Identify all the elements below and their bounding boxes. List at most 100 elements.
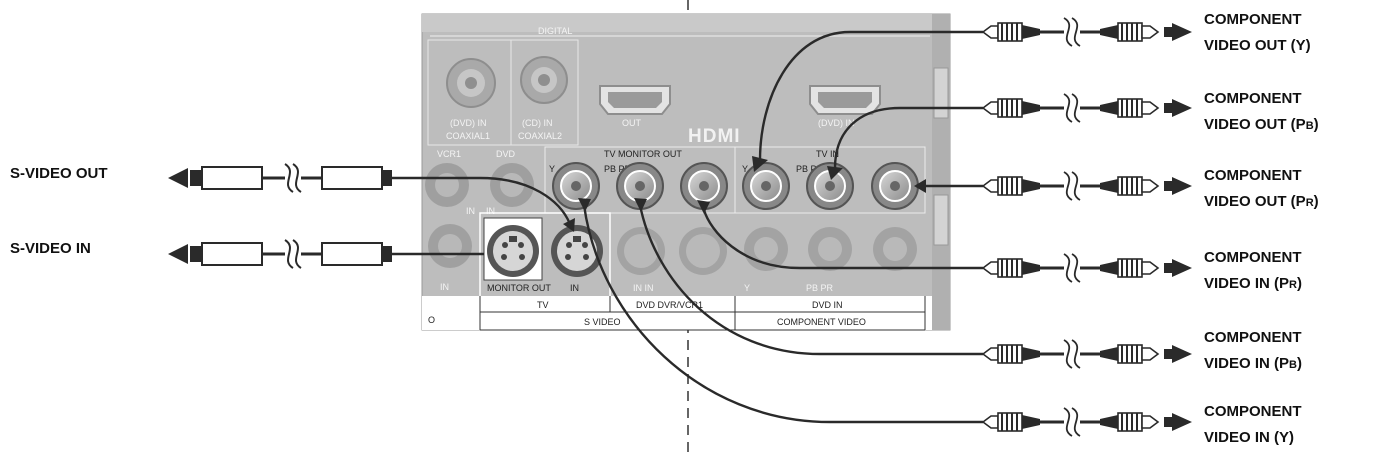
cable-out-y: [758, 30, 983, 161]
arrowhead-out-y: [752, 156, 768, 172]
arrowhead-in-y: [578, 198, 591, 212]
y-out-label: Y: [549, 164, 555, 174]
coaxial1-label: COAXIAL1: [446, 131, 490, 141]
svideo-cable-arrowheads: [563, 218, 575, 232]
svideo-cable-paths: [392, 176, 572, 256]
digital-label: DIGITAL: [538, 26, 572, 36]
dvd-dvr-vcr-label: DVD DVR/VCR1: [636, 300, 703, 310]
panel-right-box2: [933, 194, 949, 246]
dvd-in-pr-jack[interactable]: [873, 227, 917, 271]
right-label-4: COMPONENT VIDEO IN (PB): [1204, 329, 1302, 372]
panel-top-strip: [422, 14, 950, 32]
monitor-out-y-jack[interactable]: [552, 162, 600, 210]
direction-arrow-icon: [1172, 345, 1192, 363]
y-dvd-label: Y: [744, 283, 750, 293]
svideo-in-arrow-icon: [168, 244, 188, 264]
component-label-line1: COMPONENT: [1204, 11, 1302, 28]
dvd-in-bottom-label: DVD IN: [812, 300, 843, 310]
hdmi-dvd-in-port[interactable]: [809, 85, 881, 115]
rca-cable-plug: [981, 339, 1192, 369]
arrowhead-out-pr: [914, 179, 926, 193]
hdmi-logo: HDMI: [688, 126, 741, 147]
component-label-line1: COMPONENT: [1204, 249, 1302, 266]
direction-arrow-icon: [1172, 23, 1192, 41]
right-label-2: COMPONENT VIDEO OUT (PR): [1204, 167, 1319, 210]
coaxial2-label: COAXIAL2: [518, 131, 562, 141]
component-label-line1: COMPONENT: [1204, 90, 1302, 107]
hdmi-dvd-in-label: (DVD) IN: [818, 118, 855, 128]
tv-monitor-out-label: TV MONITOR OUT: [604, 149, 682, 159]
hdmi-out-port[interactable]: [599, 85, 671, 115]
hdmi-out-label: OUT: [622, 118, 642, 128]
o-label: O: [428, 315, 435, 325]
y-in-label: Y: [742, 164, 748, 174]
dvd-in-pb-jack[interactable]: [808, 227, 852, 271]
s-video-label: S VIDEO: [584, 317, 621, 327]
monitor-out-pr-jack[interactable]: [680, 162, 728, 210]
svideo-in-jack[interactable]: [551, 225, 603, 277]
rca-cable-plug: [981, 93, 1192, 123]
pbpr-in-label: PB PR: [796, 164, 824, 174]
tv-in-pr-jack[interactable]: [871, 162, 919, 210]
right-label-0: COMPONENT VIDEO OUT (Y): [1204, 11, 1311, 54]
arrowhead-svideo-out: [563, 218, 575, 232]
vcr1-in-jack[interactable]: [425, 163, 469, 207]
in-left-label: IN: [466, 206, 475, 216]
pbpr-out-label: PB PR: [604, 164, 632, 174]
rca-cable-plug: [981, 17, 1192, 47]
svideo-vcr-in-jack[interactable]: [679, 227, 727, 275]
direction-arrow-icon: [1172, 99, 1192, 117]
cd-in-label: (CD) IN: [522, 118, 553, 128]
coaxial2-jack[interactable]: [520, 56, 568, 104]
svideo-out-plug: [168, 163, 392, 193]
coaxial1-jack[interactable]: [446, 58, 496, 108]
svideo-in-label: IN: [570, 283, 579, 293]
right-label-3: COMPONENT VIDEO IN (PR): [1204, 249, 1302, 292]
rca-cable-plug: [981, 407, 1192, 437]
in-left-label-2: IN: [486, 206, 495, 216]
s-video-out-label: S-VIDEO OUT: [10, 165, 108, 182]
svideo-dvd-in-jack[interactable]: [617, 227, 665, 275]
vcr1-label: VCR1: [437, 149, 461, 159]
dvd-in-coax-label: (DVD) IN: [450, 118, 487, 128]
cable-svideo-out: [392, 176, 572, 225]
pbpr-dvd-label: PB PR: [806, 283, 834, 293]
component-label-line1: COMPONENT: [1204, 403, 1302, 420]
component-label-line1: COMPONENT: [1204, 167, 1302, 184]
right-label-5: COMPONENT VIDEO IN (Y): [1204, 403, 1302, 446]
in-bottom-label: IN: [440, 282, 449, 292]
direction-arrow-icon: [1172, 177, 1192, 195]
component-label-line2: VIDEO OUT (PR): [1204, 193, 1319, 210]
monitor-out-pb-jack[interactable]: [616, 162, 664, 210]
component-label-line2: VIDEO OUT (Y): [1204, 37, 1311, 54]
cable-in-pr: [702, 209, 983, 270]
arrowhead-out-pb: [827, 166, 843, 180]
receiver-rear-panel: DIGITAL (DVD) IN COAXIAL1 (CD) IN COAXIA…: [421, 13, 951, 331]
panel-right-box: [933, 67, 949, 119]
bottom-label-bar: [422, 296, 932, 330]
svideo-in-plug: [168, 239, 392, 269]
tv-label: TV: [537, 300, 549, 310]
component-label-line2: VIDEO IN (PB): [1204, 355, 1302, 372]
monitor-out-svideo-label: MONITOR OUT: [487, 283, 551, 293]
left-bottom-jack[interactable]: [428, 224, 472, 268]
arrowhead-in-pr: [697, 200, 710, 214]
cable-in-y: [582, 204, 983, 424]
rca-cable-plug: [981, 171, 1192, 201]
dvd-label: DVD: [496, 149, 516, 159]
panel-right-edge: [932, 14, 950, 330]
in-in-label: IN IN: [633, 283, 654, 293]
tv-in-y-jack[interactable]: [742, 162, 790, 210]
right-label-1: COMPONENT VIDEO OUT (PB): [1204, 90, 1319, 133]
component-label-line2: VIDEO OUT (PB): [1204, 116, 1319, 133]
component-cable-arrowheads: [578, 156, 926, 214]
direction-arrow-icon: [1172, 259, 1192, 277]
s-video-in-label: S-VIDEO IN: [10, 240, 91, 257]
component-cable-paths: [582, 30, 983, 424]
component-video-label: COMPONENT VIDEO: [777, 317, 866, 327]
component-label-line2: VIDEO IN (Y): [1204, 429, 1294, 446]
component-label-line2: VIDEO IN (PR): [1204, 275, 1302, 292]
rca-plug-group: [981, 17, 1192, 437]
svideo-monitor-out-jack[interactable]: [483, 217, 543, 281]
